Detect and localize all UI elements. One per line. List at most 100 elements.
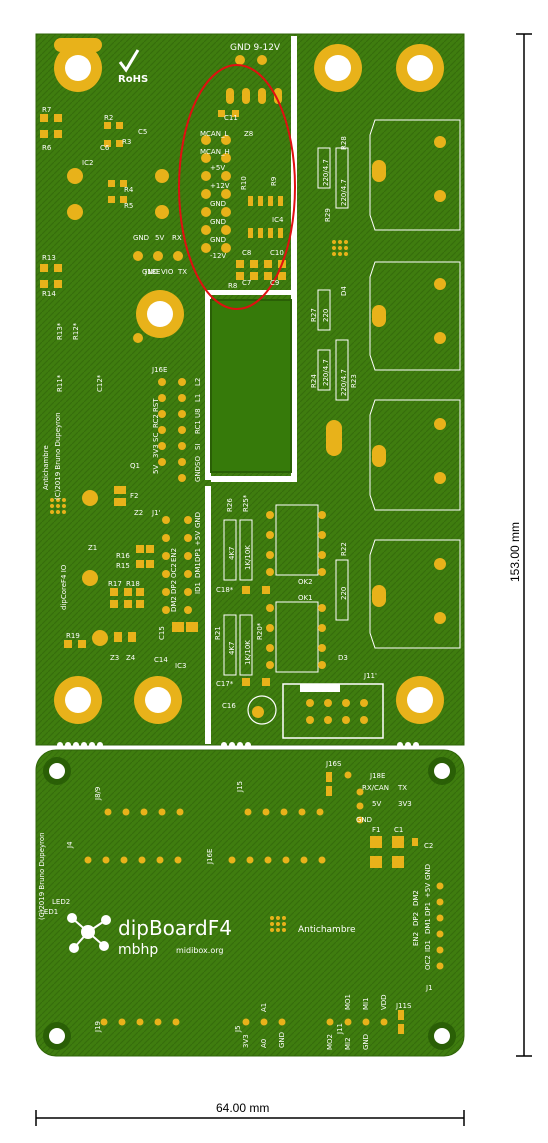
can-pin-label: GND bbox=[210, 218, 226, 226]
label-r28: R28 bbox=[340, 136, 348, 150]
power-header-label: GND 9-12V bbox=[230, 43, 281, 53]
connector-j11s: J11S bbox=[395, 1002, 412, 1010]
side-copyright: (C)2019 Bruno Dupeyron bbox=[54, 412, 62, 500]
board-slot bbox=[291, 36, 297, 476]
svg-text:GND: GND bbox=[194, 466, 202, 482]
label-c18: C18* bbox=[216, 586, 234, 594]
svg-text:EN2: EN2 bbox=[170, 548, 178, 562]
svg-text:VDD: VDD bbox=[380, 994, 388, 1010]
header-pins bbox=[67, 55, 282, 718]
svg-text:3V3: 3V3 bbox=[152, 444, 160, 458]
can-pin-label: +12V bbox=[210, 182, 230, 190]
svg-text:+5V: +5V bbox=[424, 883, 432, 898]
capacitor-c16 bbox=[247, 695, 277, 725]
resistor-value: 220 bbox=[340, 587, 348, 600]
svg-text:GND: GND bbox=[194, 512, 202, 528]
dimension-height-label: 153.00 mm bbox=[508, 522, 522, 582]
label-r5: R5 bbox=[124, 202, 133, 210]
label-r9: R9 bbox=[270, 177, 278, 186]
lower-header-pins bbox=[84, 771, 444, 1026]
svg-text:MO1: MO1 bbox=[344, 994, 352, 1010]
svg-text:EN2: EN2 bbox=[412, 932, 420, 946]
resistor-value: 4K7 bbox=[228, 642, 236, 656]
svg-text:A1: A1 bbox=[260, 1003, 268, 1012]
lower-board bbox=[35, 749, 465, 1057]
label-r20: R20* bbox=[256, 622, 264, 640]
part-c2: C2 bbox=[424, 842, 433, 850]
can-pin-label: MCAN_L bbox=[200, 130, 228, 138]
svg-text:+5V: +5V bbox=[194, 531, 202, 546]
resistor-value: 4K7 bbox=[228, 547, 236, 561]
label-z4: Z4 bbox=[126, 654, 136, 662]
fiducial-grid bbox=[50, 240, 348, 514]
label-r4: R4 bbox=[124, 186, 134, 194]
svg-text:U8: U8 bbox=[194, 408, 202, 418]
upper-board bbox=[35, 33, 465, 748]
label-c11: C11 bbox=[224, 114, 238, 122]
j18e-pin: RX bbox=[172, 234, 182, 242]
label-r22: R22 bbox=[340, 542, 348, 556]
part-led1: LED1 bbox=[40, 908, 58, 916]
ic2-label: IC2 bbox=[82, 159, 93, 167]
resistor-value: 220/4.7 bbox=[340, 179, 348, 206]
label-r25: R25* bbox=[242, 494, 250, 512]
svg-text:ID1: ID1 bbox=[194, 582, 202, 594]
svg-text:L2: L2 bbox=[194, 378, 202, 386]
lower-j1-pin-labels: EN2 DP2 DM2 OC2 ID1 DM1 DP1 +5V GND bbox=[412, 864, 432, 970]
label-f2: F2 bbox=[130, 492, 138, 500]
lower-mount-hole bbox=[43, 757, 456, 1050]
svg-text:RC2: RC2 bbox=[152, 414, 160, 428]
svg-text:DP2: DP2 bbox=[170, 580, 178, 594]
label-r13-star: R13* bbox=[56, 322, 64, 340]
svg-text:ID1: ID1 bbox=[424, 940, 432, 952]
j18e-pin: GND bbox=[142, 268, 158, 276]
label-c6: C6 bbox=[100, 144, 110, 152]
din-pads bbox=[326, 136, 446, 624]
label-c16: C16 bbox=[222, 702, 236, 710]
label-r27: R27 bbox=[310, 308, 318, 322]
j1-label: J1' bbox=[151, 509, 161, 517]
label-r7: R7 bbox=[42, 106, 51, 114]
label-c15: C15 bbox=[158, 626, 166, 640]
can-pin-label: GND bbox=[210, 200, 226, 208]
label-r14: R14 bbox=[42, 290, 56, 298]
label-c5: C5 bbox=[138, 128, 147, 136]
connector-j18e: J18E bbox=[369, 772, 385, 780]
ok2-label: OK2 bbox=[298, 578, 313, 586]
connector-j11: J11 bbox=[336, 1023, 344, 1035]
label-z2: Z2 bbox=[134, 509, 143, 517]
svg-text:5V: 5V bbox=[152, 465, 160, 474]
label-c10: C10 bbox=[270, 249, 284, 257]
ic3-label: IC3 bbox=[175, 662, 186, 670]
label-c8: C8 bbox=[242, 249, 251, 257]
dimension-vertical bbox=[516, 33, 532, 1057]
svg-text:DP1: DP1 bbox=[194, 548, 202, 562]
resistor-value: 1K/10K bbox=[244, 640, 252, 665]
label-c7: C7 bbox=[242, 279, 251, 287]
lower-j5-pin-labels: 3V3 A1 A0 GND bbox=[242, 1003, 286, 1048]
j18e-pin: TX bbox=[177, 268, 187, 276]
lower-board-url: midibox.org bbox=[176, 946, 223, 955]
j1-pin-labels: GND +5V DP1 DM1 ID1 DP2 DM2 OC2 EN2 bbox=[170, 512, 202, 612]
connector-j1: J1 bbox=[425, 984, 433, 992]
svg-text:OC2: OC2 bbox=[424, 955, 432, 970]
connector-j8-9: J8/9 bbox=[94, 787, 102, 801]
label-c9: C9 bbox=[270, 279, 279, 287]
svg-text:DM2: DM2 bbox=[412, 890, 420, 906]
lower-board-copyright: (C)2019 Bruno Dupeyron bbox=[38, 832, 46, 920]
svg-text:DP2: DP2 bbox=[412, 912, 420, 926]
label-r29: R29 bbox=[324, 208, 332, 222]
lower-board-title: dipBoardF4 bbox=[118, 916, 232, 940]
svg-text:SI: SI bbox=[194, 443, 202, 450]
label-d4: D4 bbox=[340, 286, 348, 296]
lower-smd-pads bbox=[326, 772, 418, 1034]
rohs-check-icon bbox=[118, 49, 140, 73]
part-c1: C1 bbox=[394, 826, 403, 834]
j18e-pin: TX bbox=[397, 784, 407, 792]
connector-j16s: J16S bbox=[325, 760, 342, 768]
resistor-value: 220/4.7 bbox=[322, 159, 330, 186]
svg-text:RC1: RC1 bbox=[194, 420, 202, 434]
svg-text:GND: GND bbox=[278, 1032, 286, 1048]
label-r19: R19 bbox=[66, 632, 80, 640]
